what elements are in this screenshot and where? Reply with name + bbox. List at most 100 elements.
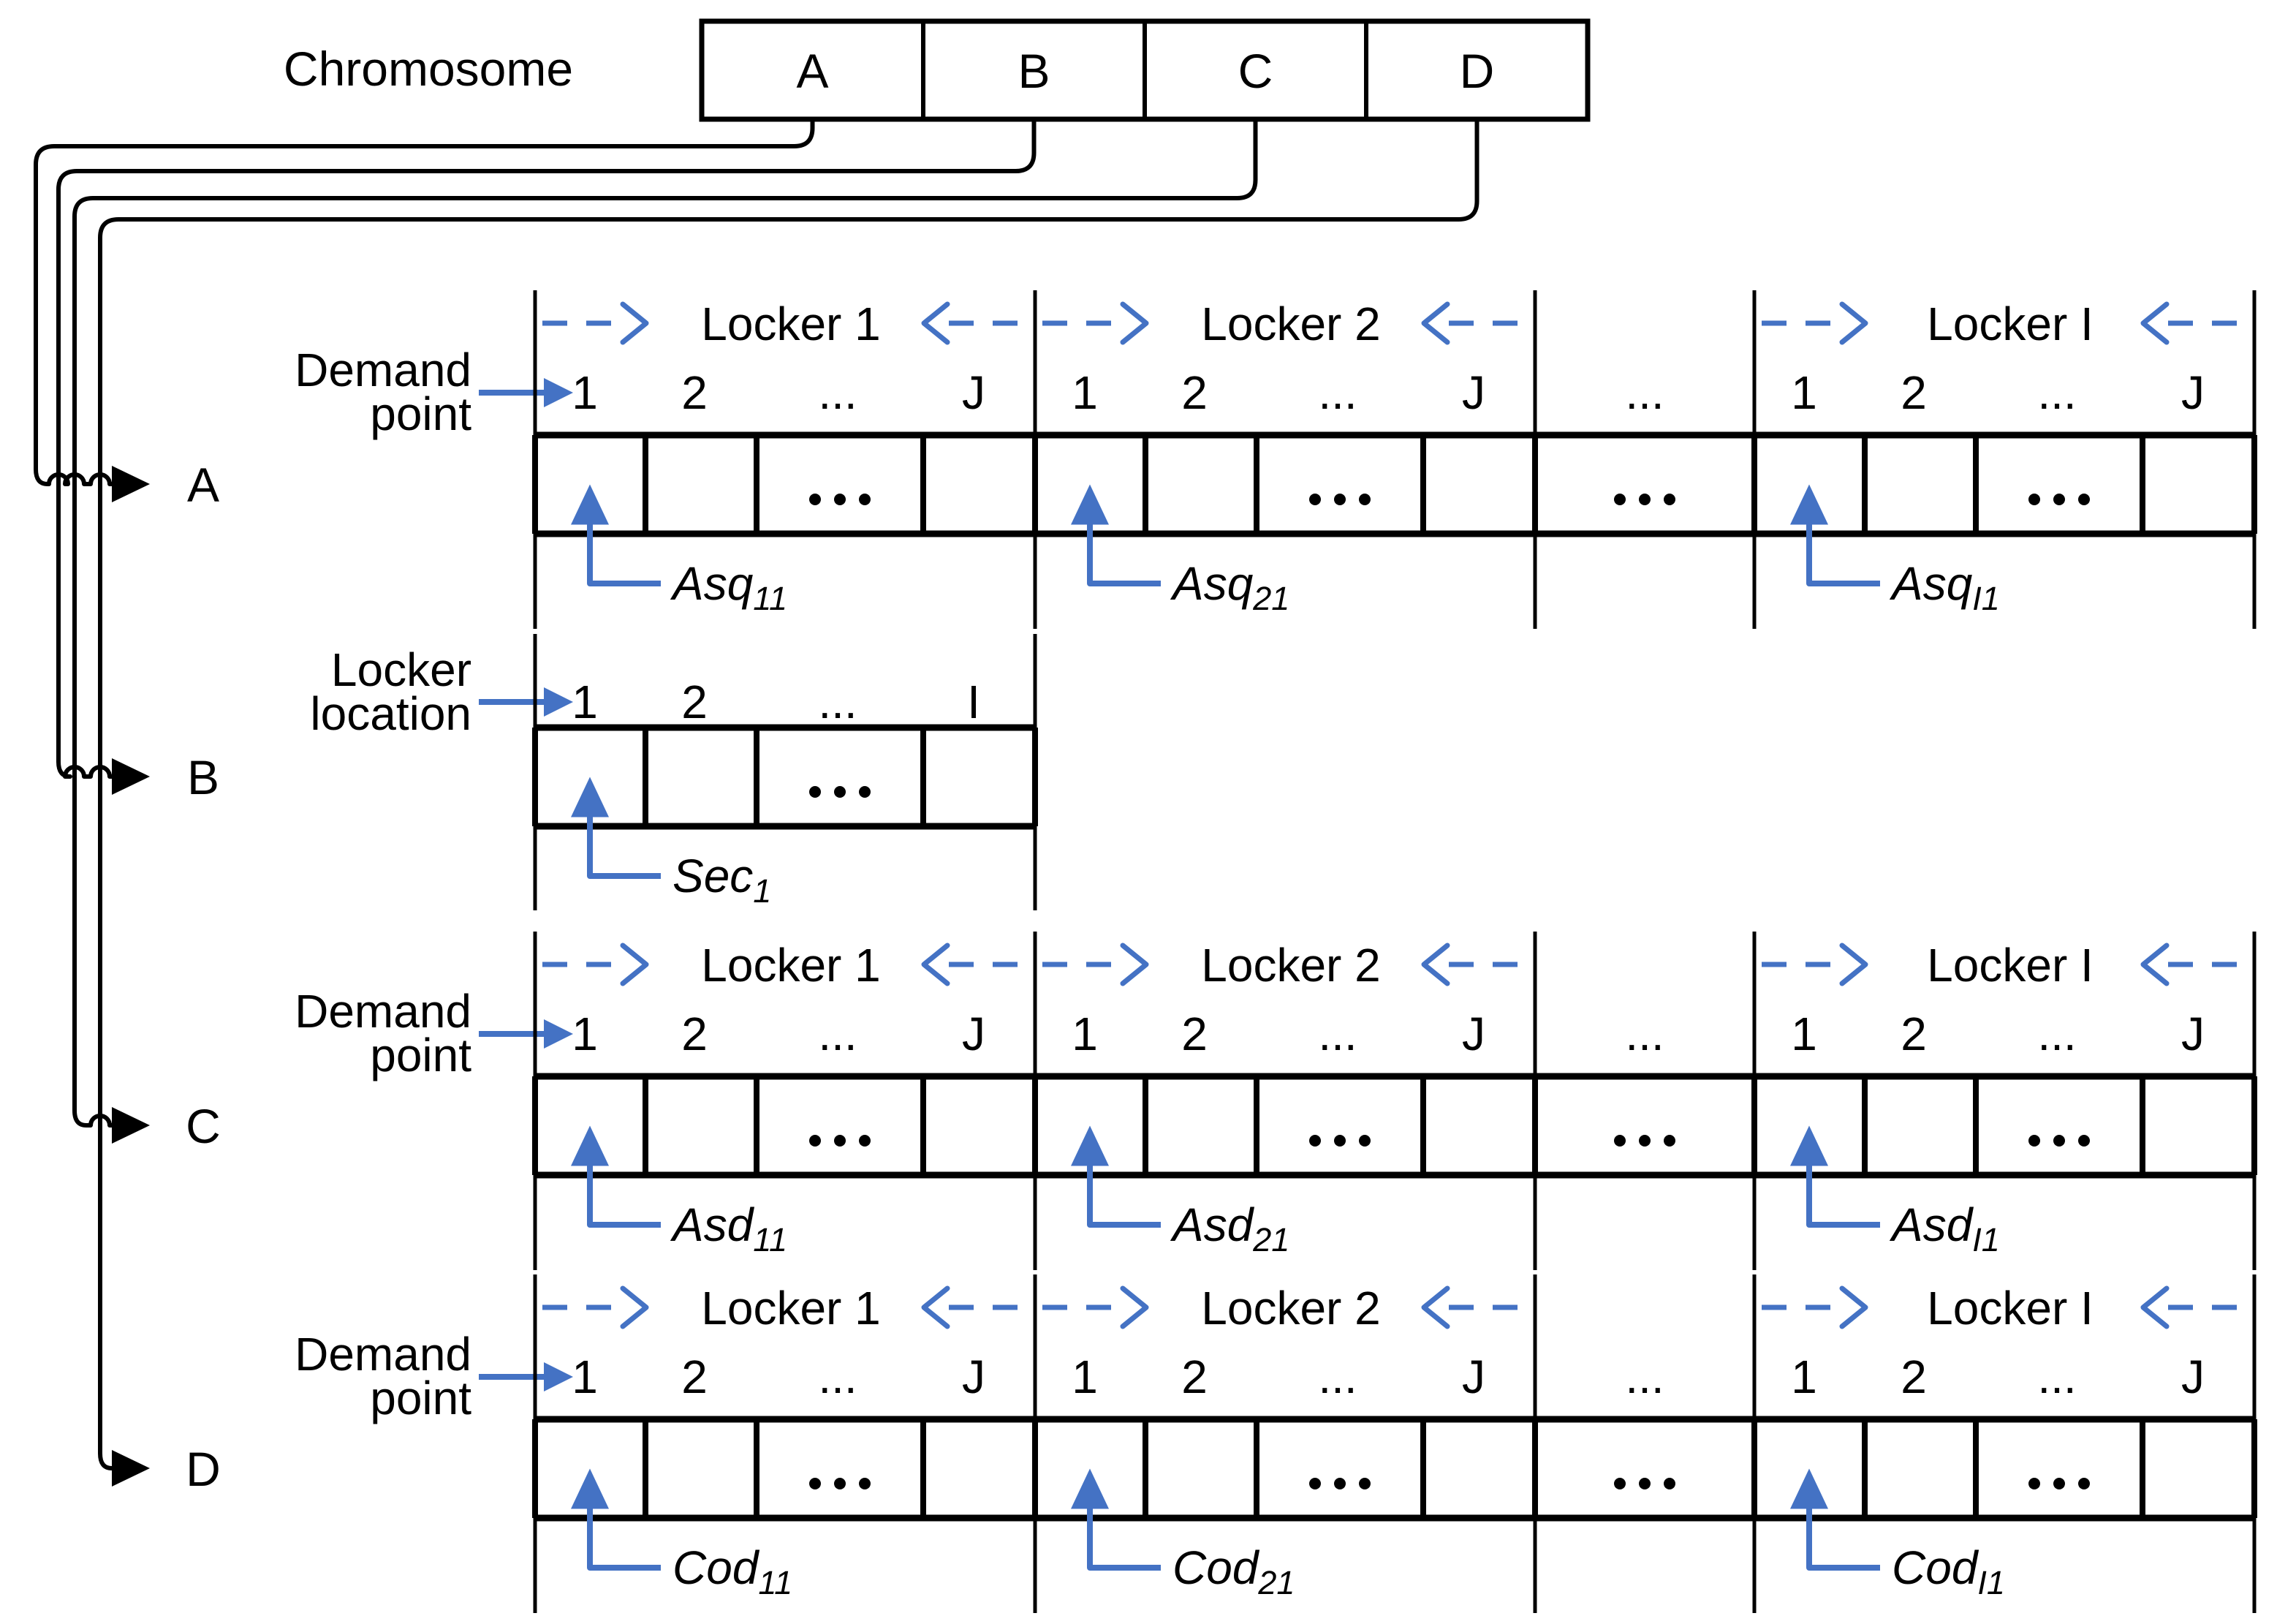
- gene-label-subscript: 21: [1252, 1221, 1289, 1258]
- column-label: ...: [818, 676, 857, 728]
- locker-header: Locker 2: [1201, 298, 1380, 350]
- connector-line-B: [56, 117, 1037, 779]
- column-label: 1: [1072, 1008, 1098, 1060]
- column-label: J: [1462, 366, 1485, 419]
- cell-ellipsis: [809, 1135, 871, 1147]
- locker-span-arrow-left-icon: [921, 943, 950, 986]
- gene-pointer: Asd21: [1071, 1125, 1289, 1258]
- gene-label-subscript: I1: [1972, 580, 2000, 617]
- locker-span-arrow-left-icon: [921, 301, 950, 345]
- ellipsis-dot: [859, 786, 871, 798]
- locker-header: Locker I: [1927, 298, 2094, 350]
- gene-pointer-arrow-icon: [571, 777, 609, 817]
- ellipsis-dot: [859, 1478, 871, 1489]
- ellipsis-dot: [1664, 1135, 1675, 1147]
- column-label: 1: [572, 676, 598, 728]
- locker-span-header: Locker 2: [1042, 939, 1528, 992]
- column-label: J: [1462, 1008, 1485, 1060]
- cell-ellipsis: [2028, 1135, 2090, 1147]
- gap-ellipsis-top: ...: [1625, 1008, 1664, 1060]
- cell-ellipsis: [1309, 494, 1371, 505]
- locker-span-header: Locker 1: [542, 298, 1028, 350]
- ellipsis-dot: [834, 494, 846, 505]
- locker-span-arrow-right-icon: [1839, 301, 1868, 345]
- gene-pointer-line: [587, 1160, 661, 1228]
- locker-span-arrow-right-icon: [620, 943, 649, 986]
- gene-pointer-line: [587, 1503, 661, 1571]
- column-label: ...: [818, 366, 857, 419]
- gene-pointer-arrow-icon: [571, 1125, 609, 1166]
- connector-line-C: [72, 117, 1258, 1128]
- side-label-arrow-icon: [544, 1362, 573, 1391]
- gene-pointer-arrow-icon: [1790, 1468, 1828, 1509]
- gene-label-base: Cod: [1892, 1541, 1979, 1594]
- ellipsis-dot: [1614, 1478, 1626, 1489]
- column-label: 1: [1072, 1351, 1098, 1403]
- gap-section-D: ...: [1533, 1274, 1757, 1613]
- chromosome-cell-label: D: [1460, 44, 1495, 98]
- side-label-line1: Locker: [331, 643, 471, 696]
- column-label: 1: [1791, 366, 1817, 419]
- ellipsis-dot: [809, 786, 821, 798]
- column-label: 2: [1181, 1351, 1208, 1403]
- gene-pointer-arrow-icon: [1071, 484, 1109, 525]
- column-label: 2: [681, 676, 708, 728]
- connector-C: C: [72, 117, 1258, 1153]
- gap-ellipsis-cell: [1614, 494, 1675, 505]
- ellipsis-dot: [859, 494, 871, 505]
- side-label-line2: point: [370, 1372, 471, 1424]
- gene-label-base: Asd: [1170, 1198, 1255, 1251]
- locker-span-arrow-left-icon: [2140, 943, 2170, 986]
- column-label: 1: [572, 1008, 598, 1060]
- gene-label-base: Cod: [1172, 1541, 1260, 1594]
- gene-label-subscript: 21: [1257, 1564, 1295, 1601]
- ellipsis-dot: [834, 1135, 846, 1147]
- locker-span-arrow-left-icon: [2140, 301, 2170, 345]
- ellipsis-dot: [1639, 494, 1651, 505]
- gene-label: Cod21: [1172, 1541, 1295, 1601]
- side-label-line1: Demand: [295, 1328, 471, 1381]
- cell-ellipsis: [809, 1478, 871, 1489]
- gene-label: Asd21: [1170, 1198, 1289, 1258]
- column-label: ...: [818, 1008, 857, 1060]
- locker-span-header: Locker 1: [542, 1282, 1028, 1334]
- row-label-C: C: [186, 1099, 221, 1153]
- ellipsis-dot: [1359, 1135, 1371, 1147]
- column-label: J: [962, 1008, 985, 1060]
- column-label: ...: [1318, 366, 1357, 419]
- row-arrow-icon: [112, 466, 150, 502]
- row-arrow-icon: [112, 1450, 150, 1487]
- column-label: J: [2181, 1351, 2205, 1403]
- gene-pointer: Cod21: [1071, 1468, 1295, 1601]
- column-label: 2: [1901, 1008, 1927, 1060]
- cell-ellipsis: [809, 786, 871, 798]
- chromosome-title: Chromosome: [284, 42, 573, 96]
- ellipsis-dot: [1309, 1478, 1321, 1489]
- gene-pointer-line: [1087, 1160, 1161, 1228]
- gap-ellipsis-top: ...: [1625, 366, 1664, 419]
- column-label: 2: [1901, 1351, 1927, 1403]
- ellipsis-dot: [2078, 1478, 2090, 1489]
- connector-A: A: [34, 117, 815, 512]
- locker-span-arrow-left-icon: [2140, 1285, 2170, 1329]
- gene-label-base: Cod: [672, 1541, 760, 1594]
- gap-ellipsis-cell: [1614, 1135, 1675, 1147]
- connector-line-D: [98, 117, 1479, 1470]
- row-label-A: A: [187, 458, 219, 512]
- locker-span-header: Locker 2: [1042, 298, 1528, 350]
- cell-ellipsis: [2028, 1478, 2090, 1489]
- gene-pointer: Asq21: [1071, 484, 1289, 617]
- gene-pointer-arrow-icon: [571, 1468, 609, 1509]
- gene-label: Sec1: [672, 850, 771, 910]
- gene-pointer-arrow-icon: [1071, 1468, 1109, 1509]
- cell-ellipsis: [2028, 494, 2090, 505]
- locker-header: Locker I: [1927, 939, 2094, 992]
